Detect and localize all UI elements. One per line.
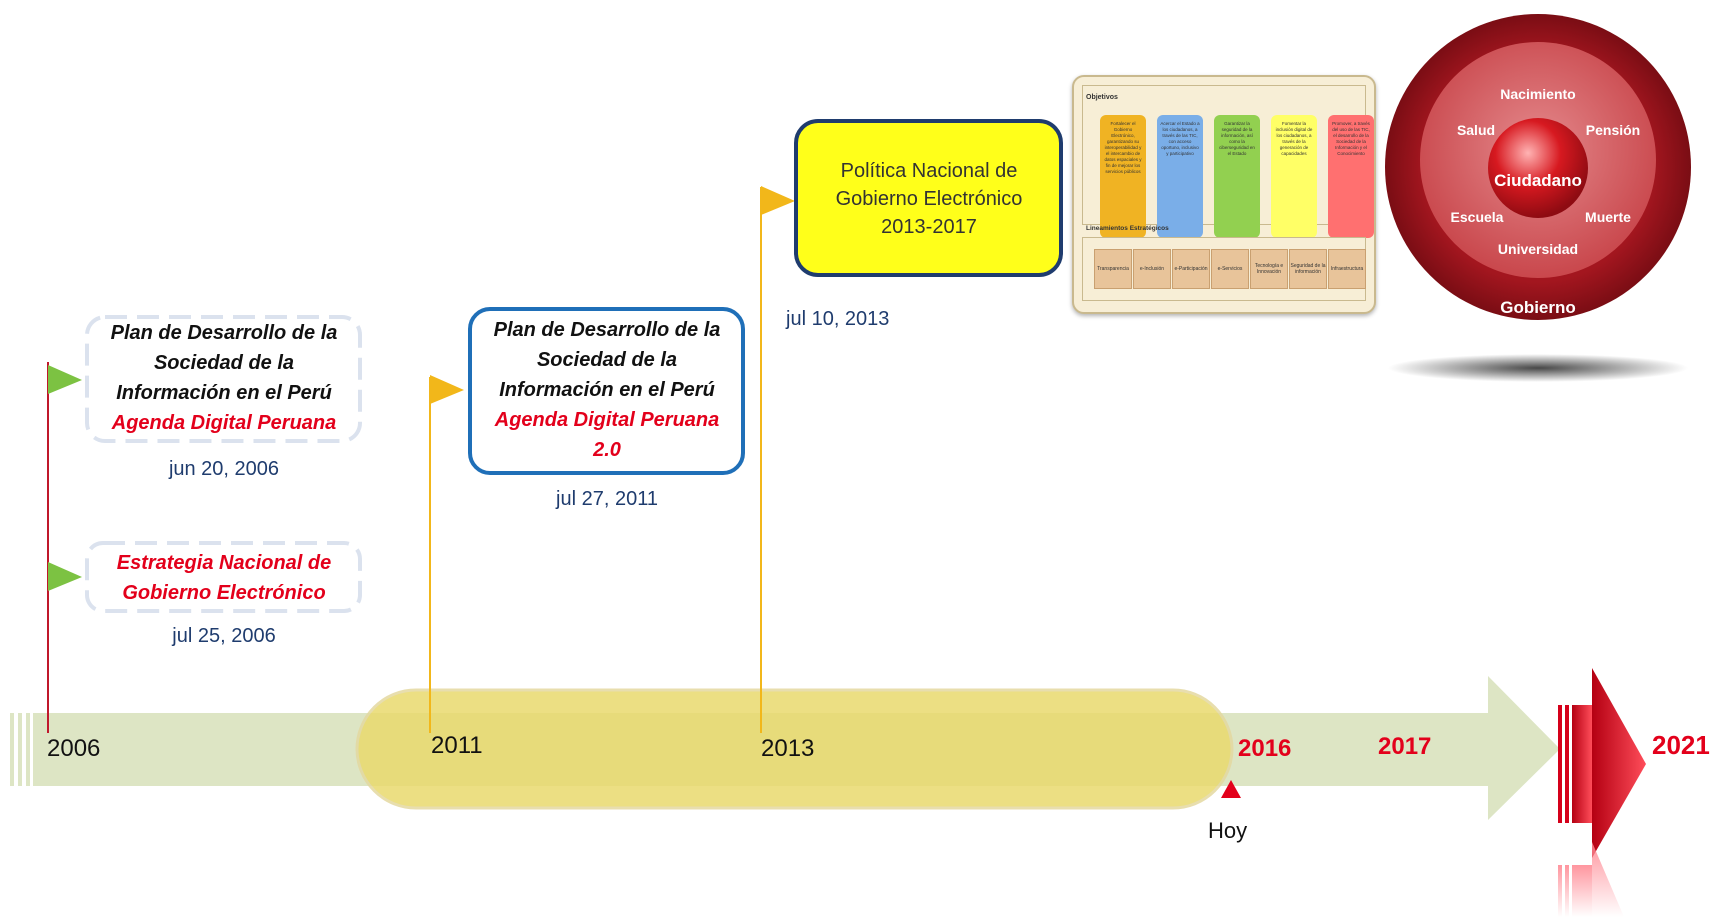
lineamiento-box: Transparencia [1094, 249, 1132, 289]
year-label: 2011 [431, 732, 483, 759]
year-label: 2021 [1652, 730, 1710, 760]
event-card-border-4 [794, 119, 1063, 277]
event-2-subtitle: Gobierno Electrónico [122, 582, 326, 604]
lineamiento-box: Infraestructura [1328, 249, 1366, 289]
event-card-1: Plan de Desarrollo de la Sociedad de la … [90, 318, 358, 438]
red-arrow-reflection [1565, 865, 1569, 917]
objective-box: Garantizar la seguridad de la informació… [1214, 115, 1260, 238]
onion-ring-item: Salud [1456, 122, 1496, 138]
onion-ring-item: Universidad [1497, 241, 1579, 257]
red-stripe [1558, 705, 1562, 823]
timeline-arrowhead [1488, 676, 1560, 820]
event-card-border-2 [85, 541, 362, 613]
flag-yellow-2 [761, 186, 795, 215]
event-1-date: jun 20, 2006 [168, 458, 280, 480]
event-3-subtitle: 2.0 [593, 439, 621, 461]
event-card-4: Política Nacional de Gobierno Electrónic… [800, 157, 1058, 241]
event-4-title-line: Política Nacional de [840, 160, 1018, 182]
objectives-image: Objetivos Fortalecer el Gobierno Electró… [1072, 75, 1376, 314]
event-3-title-line: Plan de Desarrollo de la [493, 319, 721, 341]
event-1-title-line: Plan de Desarrollo de la [110, 322, 338, 344]
today-label: Hoy [1208, 818, 1248, 843]
lineamientos-header: Lineamientos Estratégicos [1086, 225, 1169, 232]
event-4-title-line: 2013-2017 [881, 216, 977, 238]
onion-diagram [1385, 14, 1691, 382]
year-label: 2006 [47, 735, 101, 762]
red-arrow-reflection [1558, 865, 1562, 917]
year-label: 2016 [1238, 735, 1292, 762]
event-3-title-line: Información en el Perú [499, 379, 715, 401]
event-1-subtitle: Agenda Digital Peruana [111, 412, 337, 434]
lineamiento-box: Tecnología e Innovación [1250, 249, 1288, 289]
red-arrow-head [1592, 668, 1646, 858]
band-stripe [10, 713, 14, 786]
event-3-title-line: Sociedad de la [536, 349, 678, 371]
band-stripe [18, 713, 22, 786]
objective-box: Promover, a través del uso de las TIC, e… [1328, 115, 1374, 238]
red-arrow-body [1572, 705, 1592, 823]
year-label: 2017 [1378, 733, 1432, 760]
onion-ring-item: Pensión [1585, 122, 1641, 138]
onion-ring-item: Nacimiento [1500, 86, 1576, 102]
event-4-title-line: Gobierno Electrónico [835, 188, 1023, 210]
flag-green-1 [48, 365, 82, 394]
period-highlight [355, 688, 1234, 810]
event-card-3: Plan de Desarrollo de la Sociedad de la … [472, 315, 742, 465]
event-2-date: jul 25, 2006 [172, 625, 276, 647]
event-4-date: jul 10, 2013 [786, 308, 890, 330]
event-1-title-line: Información en el Perú [116, 382, 332, 404]
onion-shadow [1388, 354, 1688, 382]
objectives-header: Objetivos [1086, 94, 1118, 101]
flag-green-2 [48, 562, 82, 591]
objective-box: Fortalecer el Gobierno Electrónico, gara… [1100, 115, 1146, 238]
event-3-date: jul 27, 2011 [556, 488, 658, 510]
flag-yellow-1 [430, 375, 464, 404]
onion-center-label: Ciudadano [1494, 171, 1582, 190]
onion-outer-label: Gobierno [1500, 298, 1576, 317]
lineamiento-box: Seguridad de la información [1289, 249, 1327, 289]
red-stripe [1565, 705, 1569, 823]
objective-box: Fomentar la inclusión digital de los ciu… [1271, 115, 1317, 238]
onion-core [1488, 118, 1588, 218]
band-stripe [26, 713, 30, 786]
event-card-border-1 [85, 315, 362, 443]
objective-box: Acercar el Estado a los ciudadanos, a tr… [1157, 115, 1203, 238]
onion-ring-item: Muerte [1585, 209, 1631, 225]
lineamiento-box: e-Inclusión [1133, 249, 1171, 289]
red-arrow-reflection [1592, 842, 1624, 917]
lineamiento-box: e-Servicios [1211, 249, 1249, 289]
event-card-border-3 [468, 307, 745, 475]
event-card-2: Estrategia Nacional de Gobierno Electrón… [90, 548, 358, 608]
onion-ring-item: Escuela [1450, 209, 1504, 225]
event-2-subtitle: Estrategia Nacional de [116, 552, 332, 574]
lineamiento-box: e-Participación [1172, 249, 1210, 289]
red-arrow-reflection [1572, 865, 1592, 917]
year-label: 2013 [761, 735, 815, 762]
event-3-subtitle: Agenda Digital Peruana [494, 409, 720, 431]
event-1-title-line: Sociedad de la [153, 352, 295, 374]
today-marker [1221, 780, 1241, 798]
